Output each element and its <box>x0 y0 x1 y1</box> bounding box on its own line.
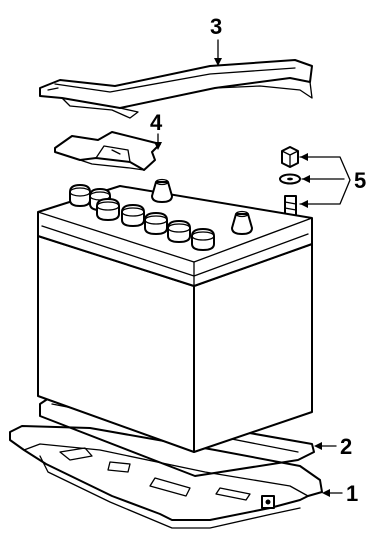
callout-5: 5 <box>354 168 366 193</box>
callout-1: 1 <box>346 481 358 506</box>
callout-2: 2 <box>340 434 352 459</box>
battery-caps <box>69 184 215 251</box>
callout-3: 3 <box>210 14 222 39</box>
leader-lines <box>154 39 351 497</box>
battery-terminals <box>151 178 253 235</box>
bracket-plate <box>54 131 161 171</box>
hold-down-bracket <box>39 59 313 119</box>
callout-4: 4 <box>150 110 163 135</box>
battery <box>37 178 313 453</box>
